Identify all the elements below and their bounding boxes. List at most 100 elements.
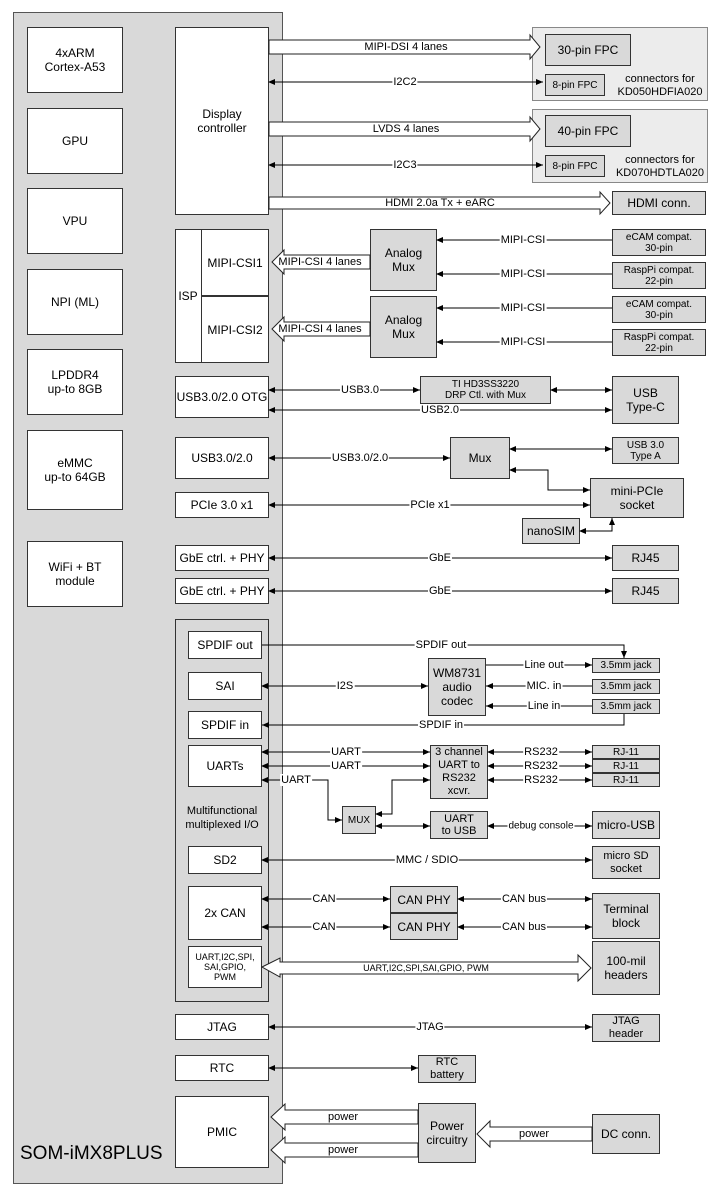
mipi-csi1-bus — [271, 248, 371, 276]
power-bus-1 — [270, 1102, 419, 1132]
label-spdif-in: SPDIF in — [417, 719, 465, 731]
lvds-bus — [268, 115, 541, 143]
pmic-port: PMIC — [175, 1096, 269, 1168]
headers-100mil: 100-mil headers — [592, 941, 660, 995]
label-pcie: PCIe x1 — [409, 499, 451, 511]
micro-usb-connector: micro-USB — [592, 811, 660, 839]
rj11-2: RJ-11 — [592, 759, 660, 773]
spdif-out-port: SPDIF out — [188, 631, 262, 659]
label-can-1: CAN — [311, 893, 337, 905]
terminal-block: Terminal block — [592, 893, 660, 939]
uart-rs232-transceiver: 3 channel UART to RS232 xcvr. — [430, 745, 488, 799]
mux-xcvr-link — [375, 777, 430, 817]
usb-otg-port: USB3.0/2.0 OTG — [175, 376, 269, 418]
label-can-bus-2: CAN bus — [500, 921, 548, 933]
label-mipi-csi2-bus: MIPI-CSI 4 lanes — [278, 323, 362, 335]
rj11-1: RJ-11 — [592, 745, 660, 759]
power-bus-2 — [270, 1135, 419, 1165]
mipi-dsi-bus — [268, 33, 541, 61]
usb-port: USB3.0/2.0 — [175, 437, 269, 479]
label-csi-1: MIPI-CSI — [499, 234, 547, 246]
hdmi-connector: HDMI conn. — [612, 191, 706, 215]
pcie-port: PCIe 3.0 x1 — [175, 492, 269, 518]
label-mmc: MMC / SDIO — [394, 854, 460, 866]
label-rs232-3: RS232 — [523, 774, 559, 786]
usb-type-a: USB 3.0 Type A — [612, 437, 679, 464]
vpu-block: VPU — [27, 188, 123, 254]
label-jtag: JTAG — [415, 1021, 445, 1033]
rtc-port: RTC — [175, 1055, 269, 1081]
fpc-8pin-1: 8-pin FPC — [545, 74, 605, 96]
wifi-bt-block: WiFi + BT module — [27, 541, 123, 607]
spdif-out-link — [262, 644, 627, 658]
rj11-3: RJ-11 — [592, 773, 660, 787]
connector-note-2: connectors for KD070HDTLA020 — [615, 154, 705, 179]
label-csi-4: MIPI-CSI — [499, 336, 547, 348]
fpc-40pin: 40-pin FPC — [545, 115, 631, 147]
label-rs232-2: RS232 — [523, 760, 559, 772]
rj45-2: RJ45 — [612, 578, 679, 604]
label-misc-bus: UART,I2C,SPI,SAI,GPIO, PWM — [363, 963, 489, 973]
label-hdmi: HDMI 2.0a Tx + eARC — [385, 197, 495, 209]
ecam-connector-2: eCAM compat. 30-pin — [612, 296, 706, 323]
display-controller: Display controller — [175, 27, 269, 215]
rj45-1: RJ45 — [612, 545, 679, 571]
label-i2s: I2S — [335, 680, 355, 692]
label-rs232-1: RS232 — [523, 746, 559, 758]
gbe-port-1: GbE ctrl. + PHY — [175, 545, 269, 571]
power-in-bus — [476, 1119, 593, 1149]
jtag-header: JTAG header — [592, 1014, 660, 1042]
misc-io-bus — [260, 953, 592, 983]
raspi-connector-2: RaspPi compat. 22-pin — [612, 329, 706, 356]
analog-mux-2: Analog Mux — [370, 296, 437, 358]
label-debug-console: debug console — [507, 820, 575, 832]
spdif-in-link — [262, 714, 625, 728]
uarts-port: UARTs — [188, 745, 262, 787]
uart-link-3 — [261, 777, 342, 823]
npu-block: NPI (ML) — [27, 269, 123, 335]
label-lvds: LVDS 4 lanes — [372, 123, 440, 135]
label-gbe-2: GbE — [427, 585, 453, 597]
mini-pcie-socket: mini-PCIe socket — [590, 478, 684, 518]
can-port: 2x CAN — [188, 886, 262, 940]
fpc-8pin-2: 8-pin FPC — [545, 155, 605, 177]
label-spdif-out: SPDIF out — [414, 639, 468, 651]
label-line-out: Line out — [523, 659, 565, 671]
isp-label: ISP — [178, 289, 198, 303]
label-csi-3: MIPI-CSI — [499, 302, 547, 314]
can-phy-2: CAN PHY — [390, 913, 458, 940]
label-mipi-dsi: MIPI-DSI 4 lanes — [364, 41, 448, 53]
label-line-in: Line in — [526, 700, 562, 712]
audio-jack-1: 3.5mm jack — [592, 658, 660, 673]
power-circuitry: Power circuitry — [418, 1103, 476, 1163]
nanosim-slot: nanoSIM — [522, 518, 580, 544]
hdmi-bus — [268, 190, 611, 216]
mipi-csi2-port: MIPI-CSI2 — [201, 296, 269, 363]
lpddr4-block: LPDDR4 up-to 8GB — [27, 349, 123, 415]
audio-codec: WM8731 audio codec — [428, 658, 486, 716]
raspi-connector-1: RaspPi compat. 22-pin — [612, 262, 706, 289]
ecam-connector-1: eCAM compat. 30-pin — [612, 229, 706, 256]
label-uart-2: UART — [330, 760, 362, 772]
spdif-in-port: SPDIF in — [188, 711, 262, 739]
label-i2c3: I2C3 — [392, 159, 418, 171]
sai-port: SAI — [188, 672, 262, 700]
mipi-csi1-port: MIPI-CSI1 — [201, 229, 269, 296]
sd2-port: SD2 — [188, 846, 262, 874]
mipi-csi2-bus — [271, 315, 371, 343]
label-can-bus-1: CAN bus — [500, 893, 548, 905]
label-usb20: USB2.0 — [420, 404, 460, 416]
label-uart-1: UART — [330, 746, 362, 758]
emmc-block: eMMC up-to 64GB — [27, 430, 123, 510]
label-mic-in: MIC. in — [525, 680, 563, 692]
usb-mux: Mux — [450, 437, 510, 479]
gpu-block: GPU — [27, 108, 123, 174]
connector-note-1: connectors for KD050HDFIA020 — [617, 73, 703, 98]
som-title: SOM-iMX8PLUS — [20, 1143, 163, 1164]
label-usb3020: USB3.0/2.0 — [330, 452, 390, 464]
label-mipi-csi1-bus: MIPI-CSI 4 lanes — [278, 256, 362, 268]
multifunctional-io-label: Multifunctional multiplexed I/O — [185, 805, 259, 831]
audio-jack-3: 3.5mm jack — [592, 699, 660, 714]
label-usb30: USB3.0 — [340, 384, 380, 396]
nanosim-link — [579, 518, 615, 534]
